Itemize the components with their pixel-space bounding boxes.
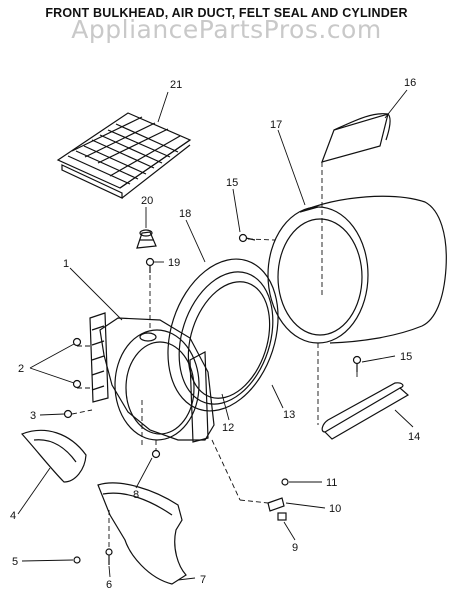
part-screw-2b	[72, 379, 82, 389]
leader-lines	[17, 89, 414, 581]
callout-2: 2	[18, 363, 24, 375]
callout-13: 13	[283, 409, 295, 421]
part-duct-14	[321, 382, 410, 440]
callout-18: 18	[179, 208, 191, 220]
callout-12: 12	[222, 422, 234, 434]
part-trim-4	[20, 429, 87, 483]
part-screw-2a	[72, 337, 82, 347]
callout-10: 10	[329, 503, 341, 515]
callout-16: 16	[404, 77, 416, 89]
part-screw-5	[73, 556, 81, 564]
part-front-bulkhead	[89, 312, 215, 443]
part-sensor	[136, 229, 157, 249]
part-screw-15a	[238, 233, 256, 243]
callout-7: 7	[200, 574, 206, 586]
part-rack	[56, 112, 192, 199]
callout-9: 9	[292, 542, 298, 554]
callout-11: 11	[326, 477, 337, 489]
part-screw-6	[105, 548, 113, 565]
callout-6: 6	[106, 579, 112, 591]
callout-5: 5	[12, 556, 18, 568]
callout-8: 8	[133, 489, 139, 501]
part-small-10	[267, 497, 285, 512]
callout-4: 4	[10, 510, 16, 522]
part-air-duct	[97, 482, 187, 585]
callout-14: 14	[408, 431, 420, 443]
callout-19: 19	[168, 257, 180, 269]
callout-20: 20	[141, 195, 153, 207]
part-screw-8	[151, 449, 161, 459]
part-screw-3	[63, 409, 73, 419]
part-small-9	[277, 512, 287, 521]
alignment-lines	[71, 162, 358, 548]
part-screw-15b	[352, 355, 362, 372]
page-title: FRONT BULKHEAD, AIR DUCT, FELT SEAL AND …	[45, 6, 408, 20]
callout-15a: 15	[226, 177, 238, 189]
callout-15b: 15	[400, 351, 412, 363]
callout-17: 17	[270, 119, 282, 131]
part-cylinder	[267, 195, 447, 344]
callout-3: 3	[30, 410, 36, 422]
part-baffle	[321, 113, 391, 163]
part-small-11	[281, 478, 289, 486]
callout-labels: 21 16 17 15 20 18 19 1 2 3 15 13 12 14 4…	[10, 77, 420, 591]
watermark: AppliancePartsPros.com	[71, 15, 382, 44]
callout-1: 1	[63, 258, 69, 270]
part-screw-19	[145, 257, 155, 273]
callout-21: 21	[170, 79, 182, 91]
